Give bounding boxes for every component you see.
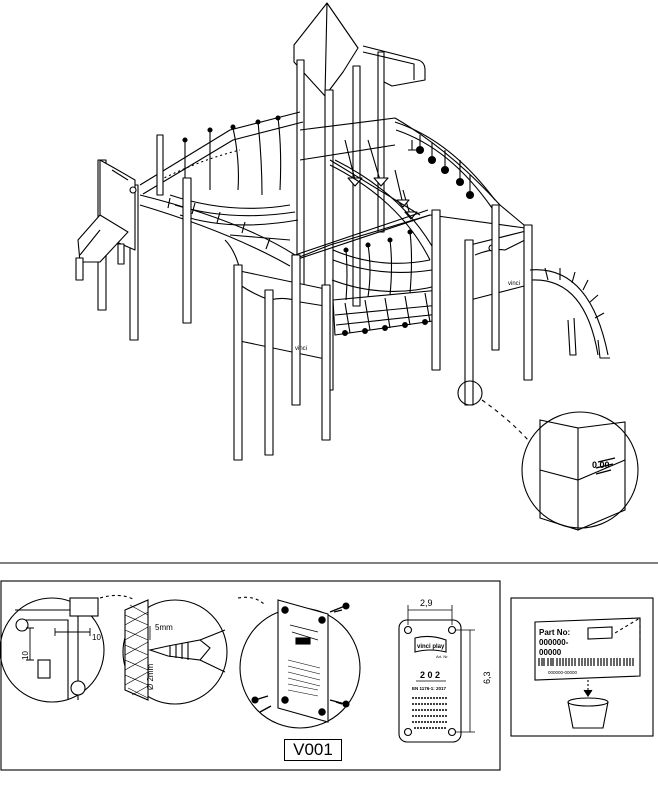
svg-text:vinci: vinci <box>295 346 307 352</box>
plate-elevation: vinci play Art. Nr. 2 0 2 EN 1176-1: 201… <box>398 598 492 743</box>
post-detail-marker <box>457 380 483 406</box>
plate-model: 2 0 2 <box>420 670 440 680</box>
part-label-panel: Part No: 000000- 00000 000000-00000 <box>510 597 654 737</box>
plate-art-label: Art. Nr. <box>436 654 448 659</box>
left-bridge-rail <box>139 111 304 226</box>
part-number-line2: 00000 <box>539 648 562 657</box>
plate-detail <box>239 599 361 729</box>
dashed-link-2 <box>99 594 136 601</box>
barcode-caption: 000000-00000 <box>548 670 578 675</box>
drill-depth: 5mm <box>155 623 173 632</box>
plate-standard: EN 1176-1: 2017 <box>412 686 447 691</box>
rope-bars <box>394 121 496 209</box>
playground-structure: vinci vinci <box>75 2 610 461</box>
slide <box>75 214 129 281</box>
barcode <box>538 658 634 666</box>
front-left-platform: vinci <box>233 254 331 461</box>
plate-width: 2,9 <box>420 598 433 608</box>
part-label-title: Part No: <box>539 628 570 637</box>
bucket-icon <box>567 697 609 729</box>
instruction-panel: 10 10 5mm Ø 2mm <box>0 580 501 771</box>
svg-text:vinci: vinci <box>508 281 520 287</box>
arch-ladder-center <box>329 159 438 261</box>
dashed-link <box>237 596 266 606</box>
corner-detail: 10 10 <box>0 597 105 703</box>
top-handrail <box>362 45 426 87</box>
arch-ladder-right <box>529 267 610 359</box>
anchor-detail: 0.00 <box>521 411 639 531</box>
detail-leader-line <box>481 399 529 441</box>
plate-brand: vinci play <box>417 644 445 650</box>
plate-height: 6,3 <box>482 671 492 684</box>
corner-dim-horizontal: 10 <box>92 633 101 642</box>
drill-detail: 5mm Ø 2mm <box>122 599 228 705</box>
instruction-code: V001 <box>284 739 342 761</box>
front-right-platform: vinci <box>431 204 533 406</box>
corner-dim-vertical: 10 <box>21 651 30 660</box>
part-number-line1: 000000- <box>539 638 569 647</box>
tower-posts <box>296 51 385 391</box>
level-mark: 0.00 <box>592 460 610 470</box>
drill-diameter: Ø 2mm <box>146 663 155 690</box>
tower-roof <box>293 2 359 97</box>
arch-ladder-left <box>139 194 296 271</box>
